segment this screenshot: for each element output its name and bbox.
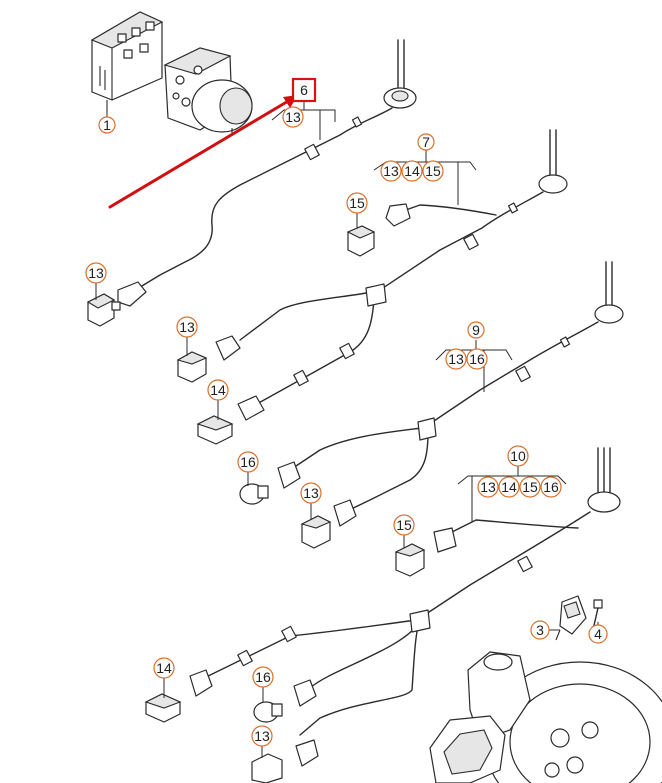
sensor-13-b	[176, 335, 241, 383]
svg-text:13: 13	[254, 728, 270, 744]
callout-7: 7	[417, 133, 435, 151]
sensor-14-a	[196, 395, 265, 445]
speed-sensor-3	[555, 595, 587, 641]
callout-s3-13: 13	[176, 316, 198, 338]
svg-text:13: 13	[448, 351, 464, 367]
callout-s1-13: 13	[85, 262, 107, 284]
brake-disc	[484, 661, 662, 783]
svg-text:16: 16	[240, 454, 256, 470]
svg-text:14: 14	[156, 660, 172, 676]
callout-3: 3	[530, 620, 550, 640]
svg-text:7: 7	[422, 134, 430, 150]
abs-hydraulic-unit	[163, 47, 253, 136]
svg-text:15: 15	[522, 479, 538, 495]
svg-text:13: 13	[88, 265, 104, 281]
svg-text:15: 15	[396, 517, 412, 533]
svg-text:13: 13	[285, 109, 301, 125]
wheel-hub	[429, 651, 531, 783]
svg-text:3: 3	[536, 622, 544, 638]
svg-text:16: 16	[543, 479, 559, 495]
callout-s6-13: 13	[300, 482, 322, 504]
callout-10-14: 14	[498, 476, 520, 498]
callout-7-15: 15	[422, 160, 444, 182]
callout-7-14: 14	[401, 160, 423, 182]
svg-text:4: 4	[594, 626, 602, 642]
sensor-15-a	[346, 225, 376, 257]
svg-text:13: 13	[383, 163, 399, 179]
sensor-13-a	[86, 293, 121, 327]
harness-9	[277, 261, 624, 527]
abs-control-unit	[90, 11, 164, 112]
svg-text:15: 15	[349, 195, 365, 211]
sensor-16-b	[253, 701, 283, 723]
callout-s4-14: 14	[207, 379, 229, 401]
svg-text:13: 13	[480, 479, 496, 495]
svg-text:1: 1	[103, 117, 111, 133]
sensor-15-b	[394, 543, 426, 577]
svg-text:14: 14	[210, 382, 226, 398]
callout-10: 10	[507, 445, 529, 467]
callout-10-15: 15	[519, 476, 541, 498]
callout-s9-16: 16	[252, 666, 274, 688]
callout-10-13: 13	[477, 476, 499, 498]
callout-6: 6	[291, 77, 317, 103]
sensor-16-a	[239, 483, 269, 505]
callout-s8-14: 14	[153, 657, 175, 679]
svg-text:9: 9	[472, 322, 480, 338]
callout-9-16: 16	[466, 348, 488, 370]
harness-6	[117, 39, 417, 307]
sensor-14-b	[144, 693, 182, 723]
svg-text:14: 14	[501, 479, 517, 495]
svg-text:13: 13	[179, 319, 195, 335]
callout-9-13: 13	[445, 348, 467, 370]
callout-s7-15: 15	[393, 514, 415, 536]
callout-7-13: 13	[380, 160, 402, 182]
callout-1: 1	[98, 116, 116, 134]
harness-10	[189, 447, 621, 767]
svg-text:13: 13	[303, 485, 319, 501]
highlight-box	[291, 77, 317, 103]
sensor-13-d	[251, 753, 283, 783]
svg-text:14: 14	[404, 163, 420, 179]
callout-s5-16: 16	[237, 451, 259, 473]
callout-s2-15: 15	[346, 192, 368, 214]
svg-text:6: 6	[300, 82, 308, 98]
svg-text:10: 10	[510, 448, 526, 464]
callout-9: 9	[467, 321, 485, 339]
harness-7	[239, 129, 568, 406]
svg-text:15: 15	[425, 163, 441, 179]
callout-10-16: 16	[540, 476, 562, 498]
svg-text:16: 16	[469, 351, 485, 367]
callout-6-13: 13	[282, 106, 304, 128]
svg-text:16: 16	[255, 669, 271, 685]
callout-s10-13: 13	[251, 725, 273, 747]
sensor-13-c	[300, 515, 332, 549]
callout-4: 4	[588, 624, 608, 644]
